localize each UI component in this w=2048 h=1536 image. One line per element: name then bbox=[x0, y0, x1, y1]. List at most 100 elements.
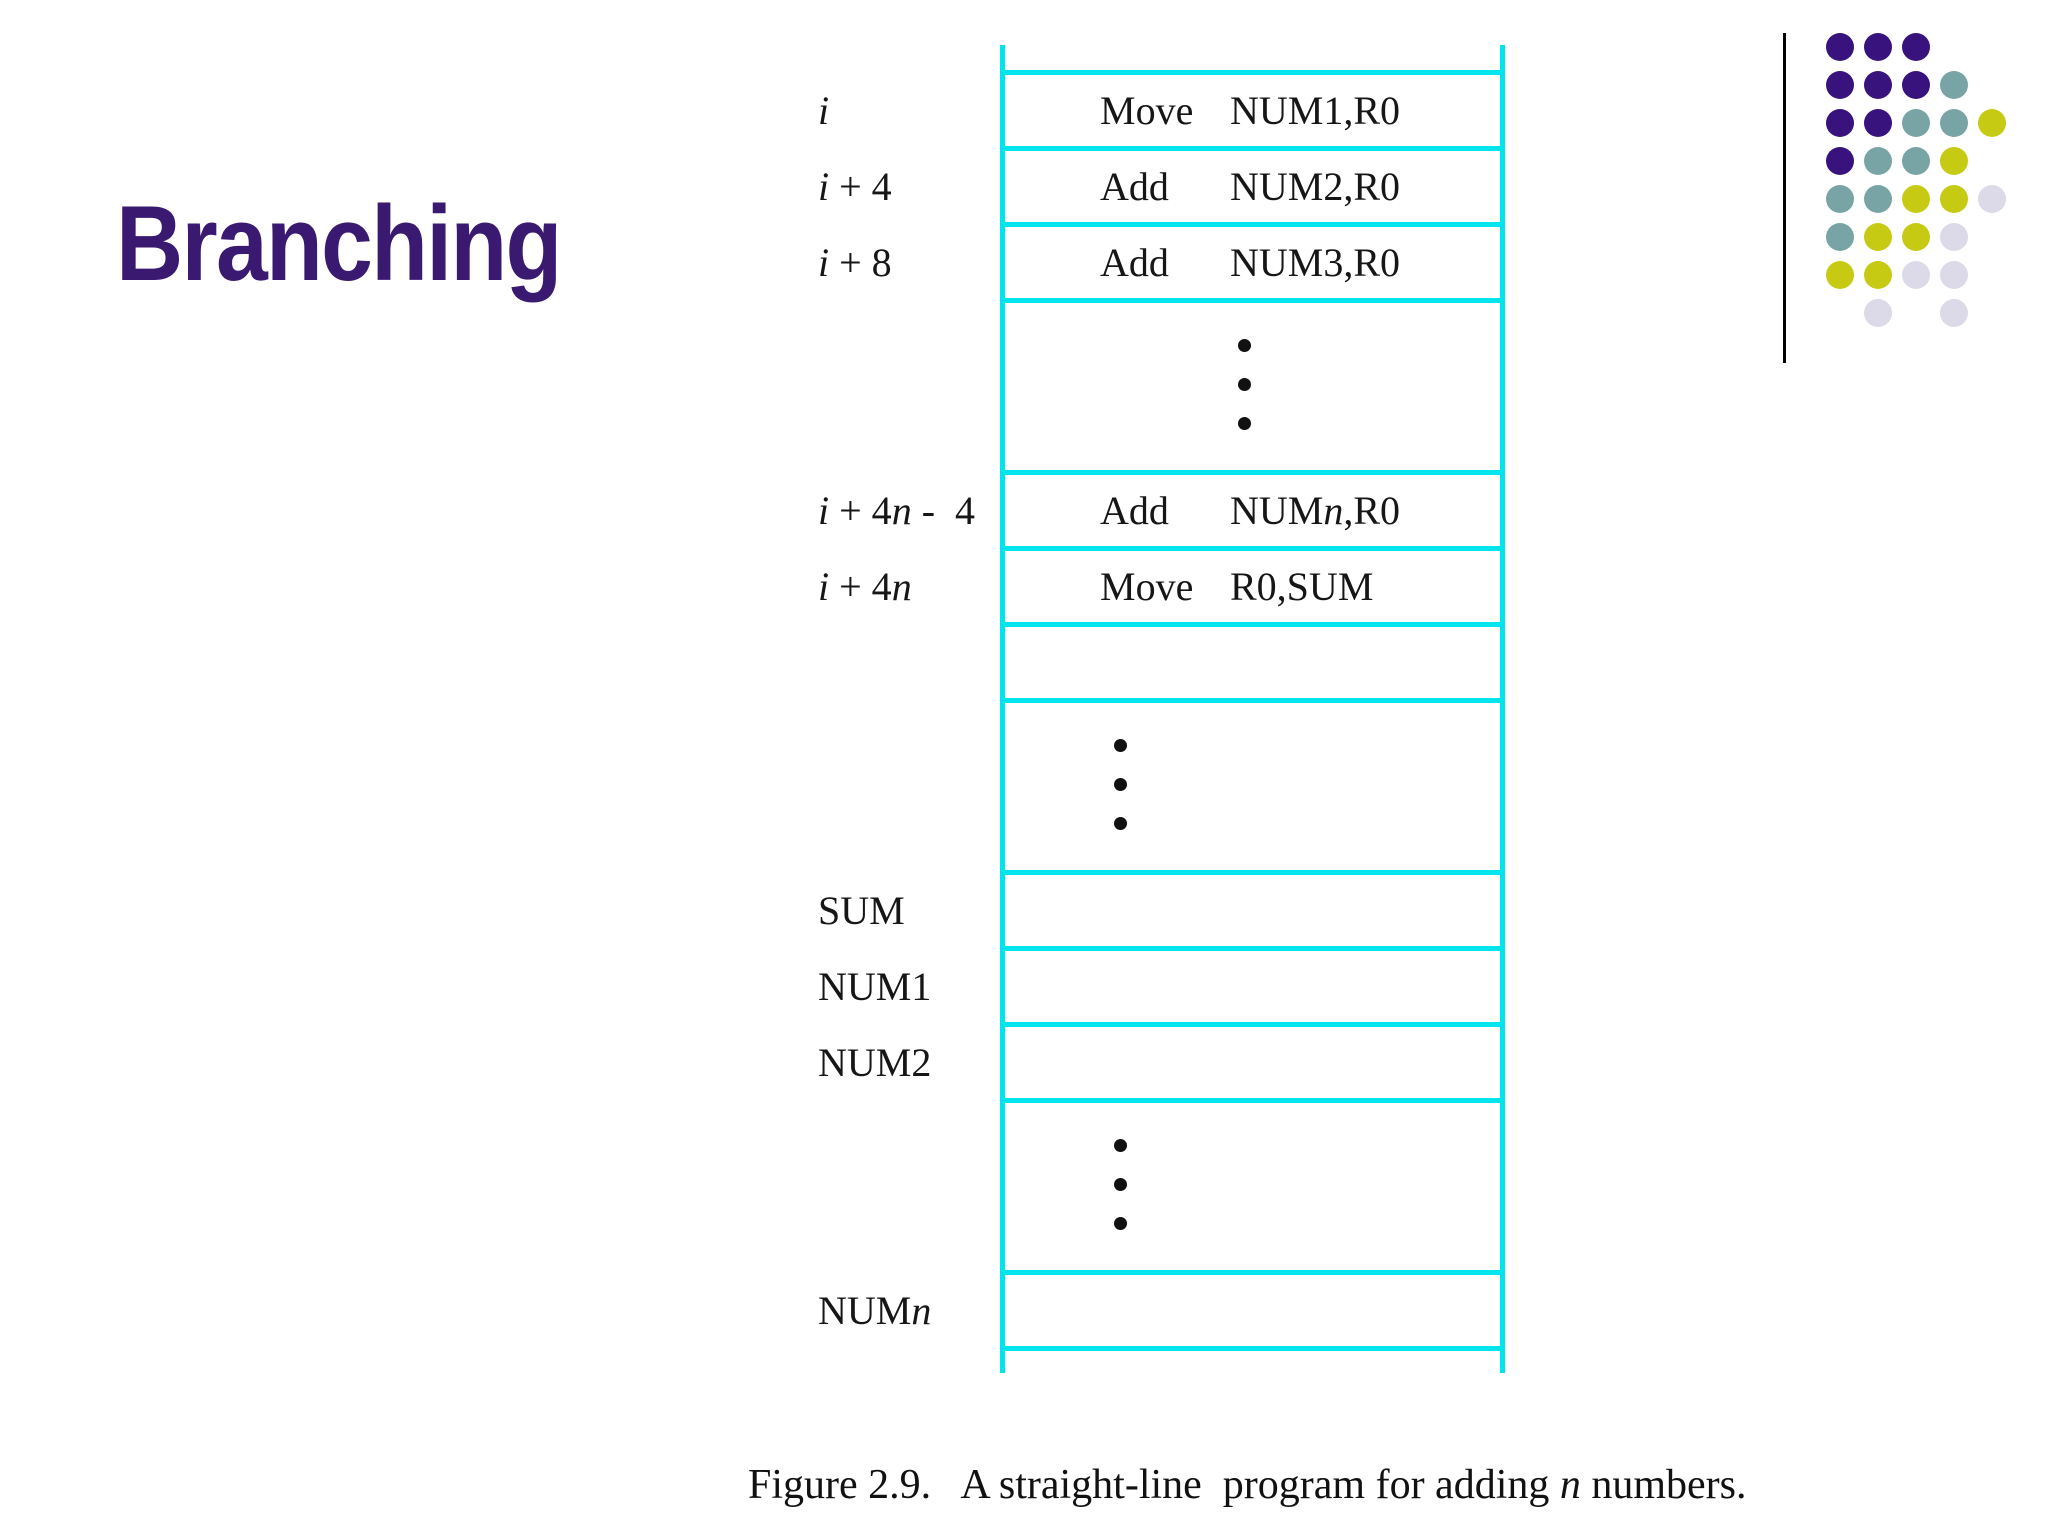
decorative-dot bbox=[1864, 261, 1892, 289]
variable-text: n bbox=[891, 564, 912, 609]
memory-cell-border bbox=[1000, 1270, 1505, 1275]
page-title: Branching bbox=[116, 183, 562, 303]
text-segment: NUM bbox=[818, 1288, 912, 1333]
decorative-dot bbox=[1940, 261, 1968, 289]
memory-cell-border bbox=[1000, 1022, 1505, 1027]
address-label: i + 8 bbox=[818, 227, 998, 298]
instruction-opcode: Move bbox=[1100, 88, 1194, 133]
decorative-dot bbox=[1826, 185, 1854, 213]
address-label: SUM bbox=[818, 875, 998, 946]
text-segment: + 4 bbox=[829, 164, 892, 209]
text-segment: NUM2,R0 bbox=[1230, 164, 1401, 209]
address-label: i + 4 bbox=[818, 151, 998, 222]
ellipsis-dot bbox=[1238, 339, 1251, 352]
address-label: i bbox=[818, 75, 998, 146]
memory-cell-border bbox=[1000, 470, 1505, 475]
instruction-operands: NUM2,R0 bbox=[1230, 151, 1400, 222]
ellipsis-dot bbox=[1238, 417, 1251, 430]
decorative-dot bbox=[1940, 109, 1968, 137]
ellipsis-dot bbox=[1114, 1217, 1127, 1230]
decorative-dot bbox=[1864, 109, 1892, 137]
variable-text: i bbox=[818, 488, 830, 533]
ellipsis-dot bbox=[1114, 817, 1127, 830]
text-segment: NUM bbox=[1230, 488, 1324, 533]
variable-text: n bbox=[1323, 488, 1344, 533]
memory-cell-border bbox=[1000, 622, 1505, 627]
instruction-operands: R0,SUM bbox=[1230, 551, 1373, 622]
text-segment: NUM3,R0 bbox=[1230, 240, 1401, 285]
decorative-dot bbox=[1902, 33, 1930, 61]
decorative-dot bbox=[1940, 147, 1968, 175]
decorative-dot bbox=[1978, 185, 2006, 213]
decorative-dot bbox=[1940, 299, 1968, 327]
address-label: NUM1 bbox=[818, 951, 998, 1022]
memory-cell-border bbox=[1000, 946, 1505, 951]
memory-cell-border bbox=[1000, 70, 1505, 75]
decorative-dot bbox=[1902, 223, 1930, 251]
decorative-dot bbox=[1864, 71, 1892, 99]
decorative-dot bbox=[1826, 147, 1854, 175]
variable-text: n bbox=[911, 1288, 932, 1333]
memory-cell-border bbox=[1000, 546, 1505, 551]
variable-text: i bbox=[818, 240, 830, 285]
decorative-dot bbox=[1940, 223, 1968, 251]
text-segment: Figure 2.9. A straight-line program for … bbox=[748, 1462, 1560, 1508]
ellipsis-dot bbox=[1238, 378, 1251, 391]
variable-text: i bbox=[818, 164, 830, 209]
vertical-divider-line bbox=[1783, 33, 1786, 363]
memory-cell-border bbox=[1000, 1098, 1505, 1103]
text-segment: NUM1,R0 bbox=[1230, 88, 1401, 133]
decorative-dot bbox=[1826, 223, 1854, 251]
memory-cell-border bbox=[1000, 698, 1505, 703]
decorative-dot bbox=[1826, 71, 1854, 99]
instruction-opcode: Move bbox=[1100, 564, 1194, 609]
text-segment: NUM2 bbox=[818, 1040, 932, 1085]
decorative-dot bbox=[1864, 299, 1892, 327]
decorative-dot bbox=[1902, 147, 1930, 175]
decorative-dot bbox=[1864, 223, 1892, 251]
decorative-dot bbox=[1902, 185, 1930, 213]
ellipsis-dot bbox=[1114, 1139, 1127, 1152]
text-segment: + 8 bbox=[829, 240, 892, 285]
decorative-dot bbox=[1902, 261, 1930, 289]
memory-cell-border bbox=[1000, 146, 1505, 151]
text-segment: + 4 bbox=[829, 488, 892, 533]
instruction-operands: NUM3,R0 bbox=[1230, 227, 1400, 298]
instruction-operands: NUM1,R0 bbox=[1230, 75, 1400, 146]
variable-text: i bbox=[818, 564, 830, 609]
memory-cell-border bbox=[1000, 870, 1505, 875]
variable-text: n bbox=[1559, 1462, 1581, 1508]
variable-text: i bbox=[818, 88, 830, 133]
decorative-dot bbox=[1826, 261, 1854, 289]
text-segment: NUM1 bbox=[818, 964, 932, 1009]
memory-cell-border bbox=[1000, 222, 1505, 227]
memory-left-rail bbox=[1000, 45, 1005, 1373]
text-segment: - 4 bbox=[911, 488, 976, 533]
variable-text: n bbox=[891, 488, 912, 533]
decorative-dot bbox=[1864, 33, 1892, 61]
ellipsis-dot bbox=[1114, 778, 1127, 791]
decorative-dot bbox=[1864, 147, 1892, 175]
text-segment: R0,SUM bbox=[1230, 564, 1374, 609]
decorative-dot bbox=[1826, 33, 1854, 61]
decorative-dot bbox=[1826, 109, 1854, 137]
ellipsis-dot bbox=[1114, 739, 1127, 752]
decorative-dot bbox=[1864, 185, 1892, 213]
decorative-dot bbox=[1978, 109, 2006, 137]
memory-cell-border bbox=[1000, 298, 1505, 303]
address-label: NUM2 bbox=[818, 1027, 998, 1098]
text-segment: SUM bbox=[818, 888, 905, 933]
ellipsis-dot bbox=[1114, 1178, 1127, 1191]
instruction-opcode: Add bbox=[1100, 488, 1169, 533]
decorative-dot bbox=[1902, 109, 1930, 137]
text-segment: numbers. bbox=[1580, 1462, 1747, 1508]
instruction-opcode: Add bbox=[1100, 164, 1169, 209]
text-segment: + 4 bbox=[829, 564, 892, 609]
memory-cell-border bbox=[1000, 1346, 1505, 1351]
